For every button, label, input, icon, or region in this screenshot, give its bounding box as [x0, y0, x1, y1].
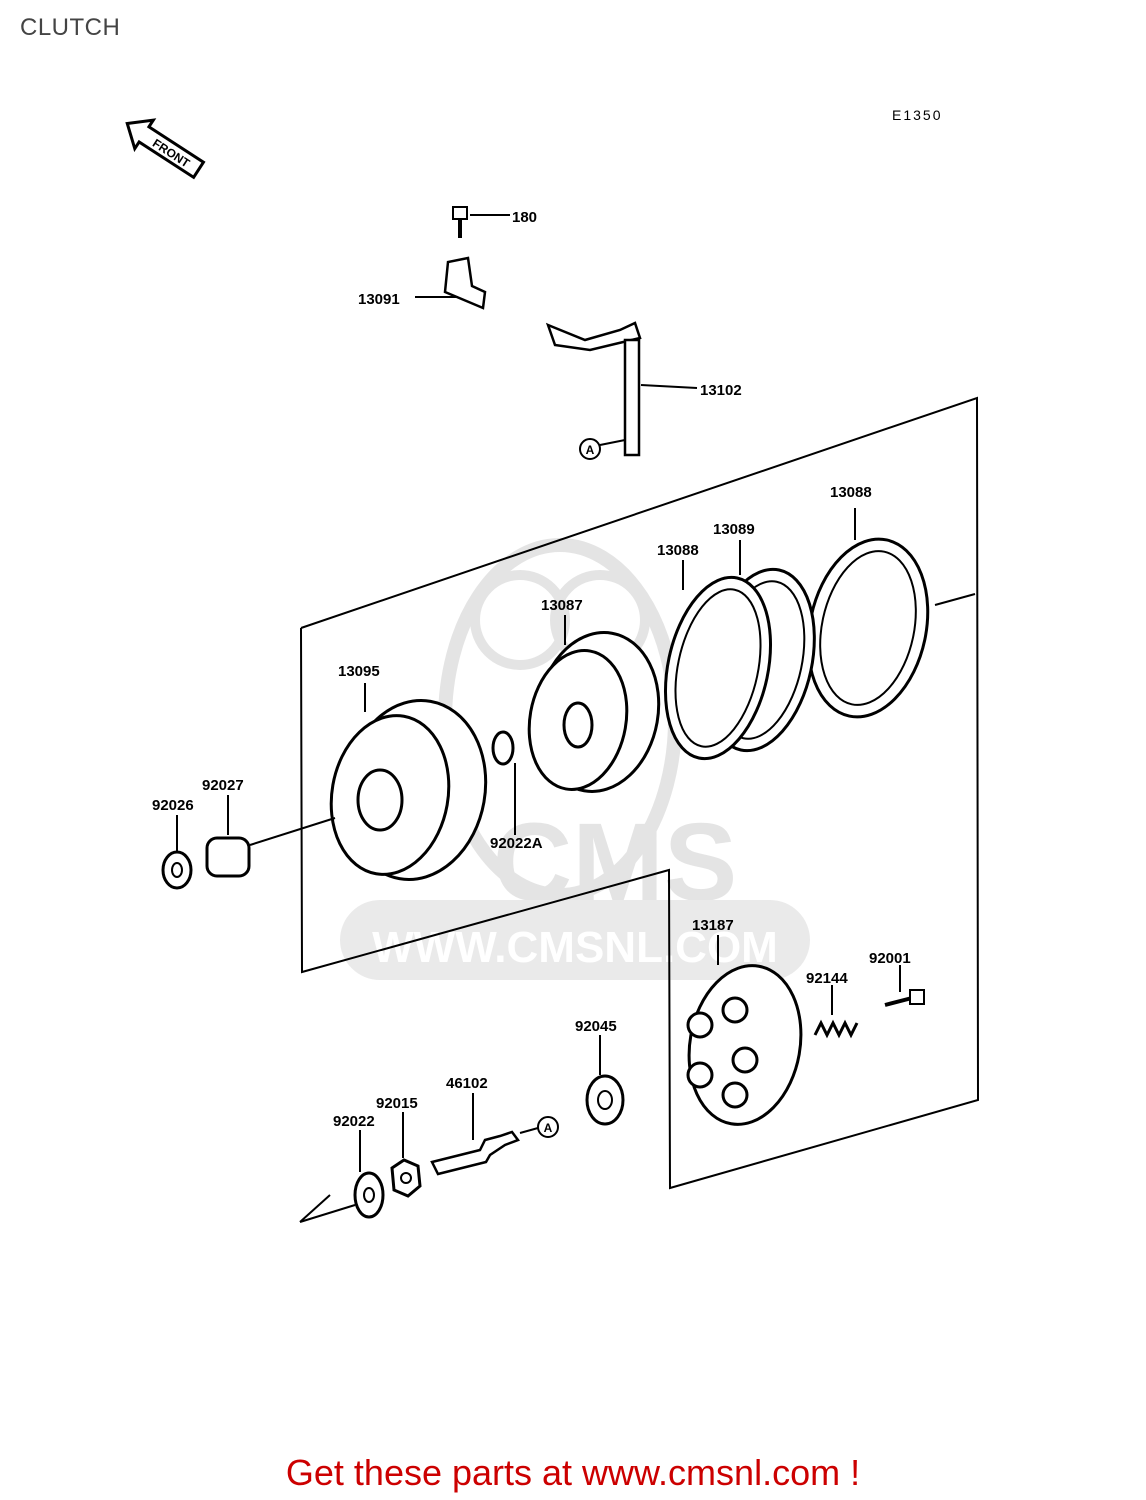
svg-text:A: A	[586, 443, 595, 457]
clutch-hub-13087	[527, 615, 661, 793]
part-label-92144: 92144	[806, 970, 848, 987]
washer-92026	[161, 815, 193, 890]
page-title: CLUTCH	[20, 14, 121, 41]
bolt-92001	[884, 965, 925, 1007]
pressure-plate-13187	[686, 935, 803, 1126]
footer-link[interactable]: Get these parts at www.cmsnl.com !	[285, 1452, 861, 1493]
washer-92022	[299, 1130, 385, 1223]
part-label-92026: 92026	[152, 797, 194, 814]
reference-marker-a-top: A	[579, 438, 601, 460]
part-label-92022a: 92022A	[490, 835, 543, 852]
spring-92144	[813, 985, 859, 1039]
assembly-outline	[300, 396, 980, 1190]
reference-marker-a-bottom: A	[537, 1116, 559, 1138]
part-label-13102: 13102	[700, 382, 742, 399]
front-direction-arrow: FRONT	[125, 118, 206, 180]
washer-92022a	[491, 730, 516, 835]
plate-arrow-line	[934, 593, 976, 606]
part-label-92001: 92001	[869, 950, 911, 967]
plate-13091	[415, 256, 487, 310]
watermark-text: WWW.CMSNL.COM	[372, 923, 778, 972]
bearing-92045	[585, 1035, 625, 1126]
part-label-13089: 13089	[713, 521, 755, 538]
diagram-code: E1350	[892, 107, 942, 123]
watermark: CMS WWW.CMSNL.COM	[340, 538, 810, 980]
part-label-13187: 13187	[692, 917, 734, 934]
svg-text:A: A	[544, 1121, 553, 1135]
part-label-92022: 92022	[333, 1113, 375, 1130]
pushrod-46102	[430, 1093, 539, 1176]
part-label-180: 180	[512, 209, 537, 226]
part-label-92027: 92027	[202, 777, 244, 794]
clutch-housing-13095	[329, 683, 488, 881]
collar-92027	[205, 795, 336, 878]
screw-180	[452, 206, 510, 238]
part-label-13095: 13095	[338, 663, 380, 680]
part-label-13087: 13087	[541, 597, 583, 614]
release-shaft-13102	[545, 321, 698, 457]
friction-plate-13088-rear	[806, 508, 930, 719]
nut-92015	[390, 1112, 422, 1198]
friction-plate-13088-front	[663, 560, 773, 761]
part-label-13088-rear: 13088	[830, 484, 872, 501]
part-label-46102: 46102	[446, 1075, 488, 1092]
part-label-92045: 92045	[575, 1018, 617, 1035]
part-label-13088-front: 13088	[657, 542, 699, 559]
part-label-13091: 13091	[358, 291, 400, 308]
part-label-92015: 92015	[376, 1095, 418, 1112]
